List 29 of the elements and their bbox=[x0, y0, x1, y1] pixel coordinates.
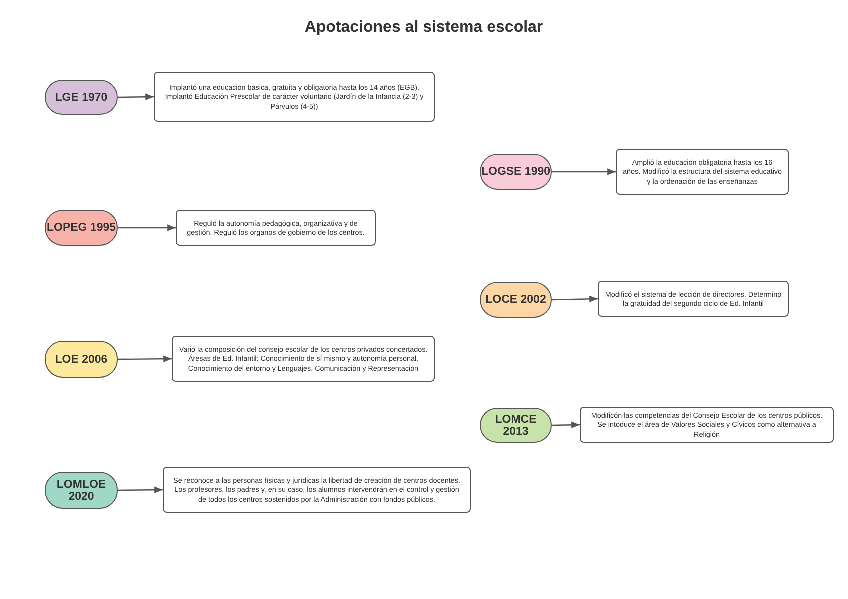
description-box bbox=[163, 467, 471, 513]
law-pill bbox=[45, 80, 118, 115]
description-box bbox=[598, 281, 789, 317]
law-name: LOE 2006 bbox=[55, 354, 108, 366]
description-box bbox=[176, 210, 376, 246]
arrow bbox=[552, 296, 598, 303]
law-pill bbox=[45, 210, 118, 246]
description-box bbox=[616, 149, 789, 195]
law-name: LOPEG 1995 bbox=[46, 222, 116, 234]
arrow bbox=[118, 356, 172, 362]
diagram-title: Apotaciones al sistema escolar bbox=[304, 19, 544, 37]
law-name: LOGSE 1990 bbox=[481, 166, 551, 178]
law-name: LOCE 2002 bbox=[486, 294, 546, 306]
description-box bbox=[172, 336, 435, 382]
description-box bbox=[154, 72, 435, 122]
arrow bbox=[552, 422, 580, 428]
law-name: LGE 1970 bbox=[55, 92, 108, 104]
arrow bbox=[118, 94, 154, 100]
law-name: LOMLOE 2020 bbox=[56, 478, 108, 502]
arrow bbox=[552, 168, 616, 176]
law-pill bbox=[45, 472, 118, 509]
law-pill bbox=[480, 408, 552, 443]
law-pill bbox=[480, 154, 552, 190]
arrow bbox=[118, 486, 163, 494]
law-pill bbox=[480, 282, 552, 318]
law-pill bbox=[45, 341, 118, 378]
arrow bbox=[118, 224, 176, 232]
description-box bbox=[580, 407, 834, 443]
law-name: LOMCE 2013 bbox=[494, 414, 538, 438]
